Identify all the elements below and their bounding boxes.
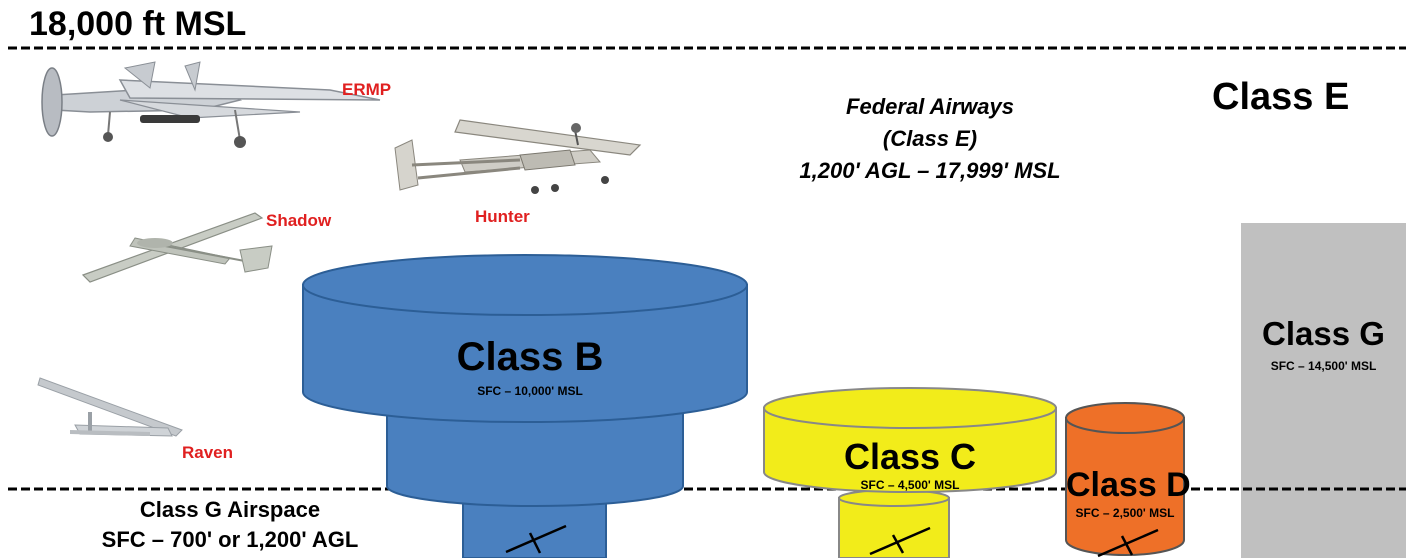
uav-label-shadow: Shadow bbox=[266, 211, 332, 230]
class-g-airspace-block: Class G Airspace SFC – 700' or 1,200' AG… bbox=[20, 495, 440, 555]
class-d-range: SFC – 2,500' MSL bbox=[1075, 506, 1175, 520]
federal-airways-block: Federal Airways (Class E) 1,200' AGL – 1… bbox=[760, 91, 1100, 187]
class-e-label: Class E bbox=[1212, 76, 1350, 118]
class-c-cylinder bbox=[763, 387, 1057, 558]
class-g-airspace-title: Class G Airspace bbox=[139, 497, 321, 522]
class-g-column-label: Class G bbox=[1262, 315, 1385, 352]
federal-airways-subtitle: (Class E) bbox=[882, 126, 978, 151]
class-c-range: SFC – 4,500' MSL bbox=[860, 478, 960, 492]
class-b-range: SFC – 10,000' MSL bbox=[477, 384, 583, 398]
shadow-uav-icon bbox=[81, 212, 273, 283]
raven-uav-icon bbox=[37, 377, 183, 437]
class-g-column bbox=[1241, 223, 1406, 558]
class-d-cylinder bbox=[1065, 402, 1185, 558]
class-g-column-range: SFC – 14,500' MSL bbox=[1270, 359, 1377, 373]
class-b-label: Class B bbox=[456, 335, 604, 379]
top-altitude-label: 18,000 ft MSL bbox=[29, 5, 247, 43]
hunter-uav-icon bbox=[394, 119, 642, 194]
class-c-cross-mark bbox=[869, 526, 931, 556]
uav-label-hunter: Hunter bbox=[475, 207, 530, 226]
class-g-airspace-range: SFC – 700' or 1,200' AGL bbox=[101, 527, 359, 552]
uav-label-raven: Raven bbox=[182, 443, 234, 462]
class-d-label: Class D bbox=[1066, 466, 1191, 504]
ermp-uav-icon bbox=[41, 61, 381, 148]
federal-airways-title: Federal Airways bbox=[846, 94, 1014, 119]
class-b-cylinder bbox=[302, 254, 748, 558]
class-b-cross-mark bbox=[505, 524, 567, 554]
class-c-label: Class C bbox=[843, 436, 977, 477]
federal-airways-range: 1,200' AGL – 17,999' MSL bbox=[799, 158, 1061, 183]
uav-label-ermp: ERMP bbox=[342, 80, 392, 99]
class-d-cross-mark bbox=[1097, 528, 1159, 558]
